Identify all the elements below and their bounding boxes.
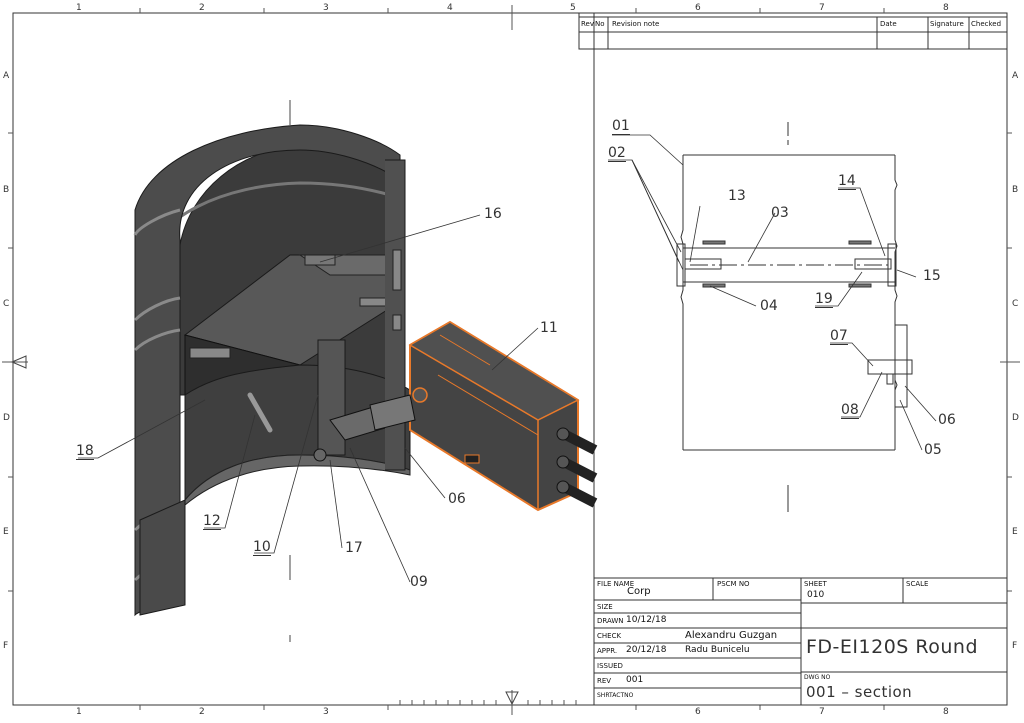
callout-07: 07 (830, 328, 848, 345)
zone-top-1: 1 (76, 3, 82, 13)
zone-bottom-7: 7 (819, 707, 825, 717)
sheet-value: 010 (807, 590, 825, 600)
callout-18: 18 (76, 443, 94, 460)
rev-header-date: Date (880, 20, 897, 28)
callout-01: 01 (612, 118, 630, 135)
dwg-no-label: DWG NO (804, 674, 831, 681)
zone-right-C: C (1012, 299, 1019, 309)
callout-19: 19 (815, 291, 833, 308)
section-view (676, 122, 913, 512)
zone-top-3: 3 (323, 3, 329, 13)
zone-bottom-1: 1 (76, 707, 82, 717)
pscm-label: PSCM NO (717, 580, 750, 588)
iso-leaders (78, 214, 539, 583)
zone-left-A: A (3, 71, 10, 81)
callout-10: 10 (253, 539, 271, 556)
actuator-graphic (369, 320, 598, 512)
check-label: CHECK (597, 632, 622, 640)
callout-11: 11 (540, 320, 558, 336)
rev-label: REV (597, 677, 612, 685)
dwg-no-value: 001 – section (806, 683, 913, 701)
callout-12: 12 (203, 513, 221, 530)
callout-13: 13 (728, 188, 746, 204)
title-block-grid (593, 577, 1008, 706)
callout-05: 05 (924, 442, 942, 458)
zone-right-A: A (1012, 71, 1019, 81)
zone-left-D: D (3, 413, 10, 423)
drawing-title: FD-EI120S Round (806, 636, 979, 658)
zone-top-2: 2 (199, 3, 205, 13)
appr-name: Radu Bunicelu (685, 645, 750, 655)
rev-header-no: No (595, 20, 605, 28)
drawn-label: DRAWN (597, 617, 624, 625)
sheet-label: SHEET (804, 580, 827, 588)
zone-bottom-6: 6 (695, 707, 701, 717)
appr-label: APPR. (597, 647, 618, 655)
callout-06-iso: 06 (448, 491, 466, 507)
issued-label: ISSUED (597, 662, 623, 670)
zone-top-7: 7 (819, 3, 825, 13)
zone-right-E: E (1012, 527, 1018, 537)
zone-bottom-8: 8 (943, 707, 949, 717)
callout-16: 16 (484, 206, 502, 222)
callout-14: 14 (838, 173, 856, 190)
zone-right-B: B (1012, 185, 1019, 195)
callout-15: 15 (923, 268, 941, 284)
callout-04: 04 (760, 298, 778, 314)
contract-label: SHRTACTNO (597, 692, 634, 699)
check-name: Alexandru Guzgan (685, 630, 778, 641)
file-name-label: FILE NAME (597, 580, 635, 588)
zone-left-E: E (3, 527, 9, 537)
callout-09: 09 (410, 574, 428, 590)
zone-right-F: F (1012, 641, 1018, 651)
rev-header-checked: Checked (971, 20, 1002, 28)
rev-header-signature: Signature (930, 20, 964, 28)
zone-top-8: 8 (943, 3, 949, 13)
rev-header-rev: Rev (581, 20, 594, 28)
section-leaders (608, 134, 937, 451)
zone-top-4: 4 (447, 3, 453, 13)
rev-header-note: Revision note (612, 20, 660, 28)
zone-left-F: F (3, 641, 9, 651)
callout-06-section: 06 (938, 412, 956, 428)
zone-left-C: C (3, 299, 10, 309)
drawn-date: 10/12/18 (626, 615, 667, 625)
zone-right-D: D (1012, 413, 1019, 423)
callout-17: 17 (345, 540, 363, 556)
scale-label: SCALE (906, 580, 929, 588)
zone-top-5: 5 (570, 3, 576, 13)
appr-date: 20/12/18 (626, 645, 667, 655)
rev-value: 001 (626, 675, 644, 685)
iso-view (133, 100, 598, 642)
callout-08: 08 (841, 402, 859, 419)
file-name-value: Corp (627, 586, 651, 597)
zone-left-B: B (3, 185, 10, 195)
callout-02: 02 (608, 145, 626, 162)
revision-table (578, 16, 1008, 50)
callout-03: 03 (771, 205, 789, 221)
zone-bottom-2: 2 (199, 707, 205, 717)
zone-ticks (2, 5, 1020, 715)
size-label: SIZE (597, 603, 613, 611)
zone-top-6: 6 (695, 3, 701, 13)
zone-bottom-3: 3 (323, 707, 329, 717)
